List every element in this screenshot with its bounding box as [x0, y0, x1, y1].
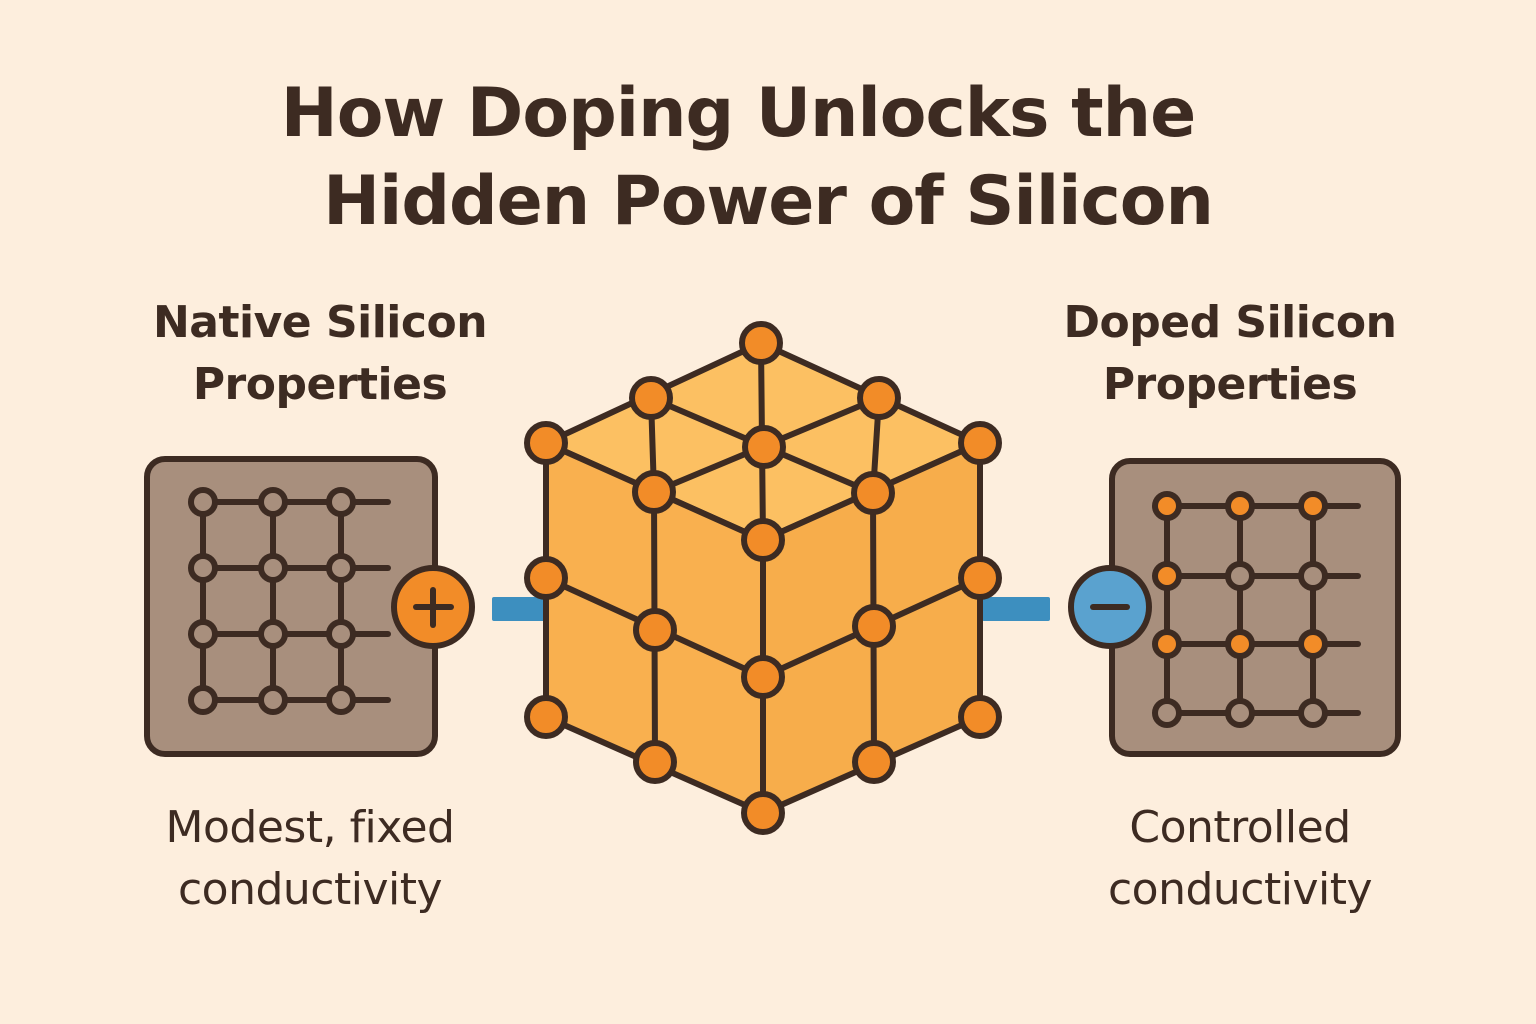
- silicon-crystal-lattice-cube: [524, 321, 1002, 835]
- native-silicon-caption: Modest, fixed conductivity: [165, 802, 455, 915]
- title-line-1: How Doping Unlocks the: [280, 74, 1196, 153]
- doped-atom-nodes: [1152, 491, 1328, 728]
- page-title: How Doping Unlocks the Hidden Power of S…: [0, 70, 1476, 246]
- left-connector-bar: [492, 597, 552, 621]
- native-atom-nodes: [188, 487, 356, 715]
- cube-atom-nodes: [524, 321, 1002, 835]
- title-line-2: Hidden Power of Silicon: [323, 162, 1214, 241]
- plus-icon: [391, 565, 475, 649]
- right-connector-bar: [982, 597, 1050, 621]
- minus-icon: [1068, 565, 1152, 649]
- doped-silicon-caption: Controlled conductivity: [1107, 802, 1373, 915]
- native-silicon-lattice-panel: [144, 456, 475, 757]
- doped-silicon-heading: Doped Silicon Properties: [1063, 297, 1397, 410]
- native-silicon-heading: Native Silicon Properties: [152, 297, 488, 410]
- doped-silicon-lattice-panel: [1068, 458, 1401, 757]
